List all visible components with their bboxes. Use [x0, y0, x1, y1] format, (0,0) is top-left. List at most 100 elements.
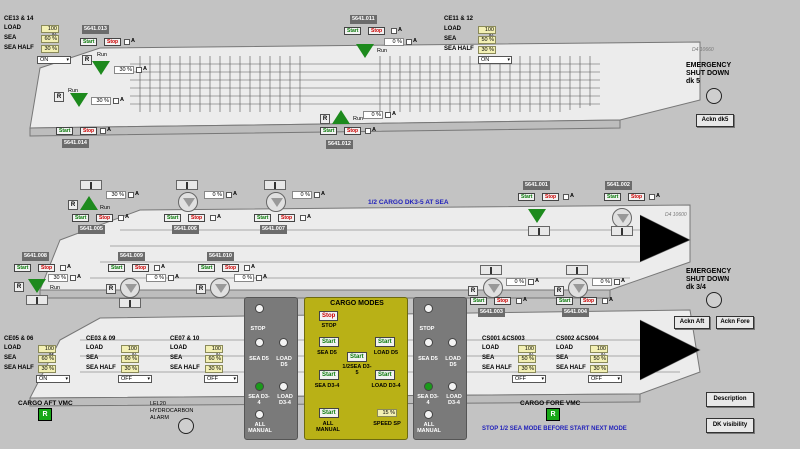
fan-stopped-icon[interactable]: [568, 278, 588, 298]
mode-select[interactable]: ON: [478, 56, 512, 64]
dk-visibility-button[interactable]: DK visibility: [706, 418, 754, 433]
stop-button[interactable]: Stop: [344, 127, 362, 135]
fan-speed-field[interactable]: 30 %: [106, 191, 126, 199]
fan-running-down-icon[interactable]: [528, 209, 546, 223]
auto-checkbox[interactable]: [244, 265, 250, 271]
damper-icon[interactable]: [611, 226, 633, 236]
fan-stopped-icon[interactable]: [178, 192, 198, 212]
start-load-d34-button[interactable]: Start: [375, 370, 395, 380]
fan-stopped-icon[interactable]: [210, 278, 230, 298]
sea-setpoint-input[interactable]: 50 %: [590, 355, 608, 363]
start-all-manual-button[interactable]: Start: [319, 408, 339, 418]
stop-button[interactable]: Stop: [104, 38, 122, 46]
stop-button[interactable]: Stop: [222, 264, 240, 272]
auto-checkbox[interactable]: [406, 39, 412, 45]
description-button[interactable]: Description: [706, 392, 754, 407]
fan-stopped-icon[interactable]: [612, 208, 632, 228]
fan-speed-field[interactable]: 30 %: [114, 66, 134, 74]
stop-button[interactable]: Stop: [628, 193, 646, 201]
damper-icon[interactable]: [528, 226, 550, 236]
start-button[interactable]: Start: [164, 214, 182, 222]
fan-running-down-icon[interactable]: [28, 279, 46, 293]
start-button[interactable]: Start: [344, 27, 362, 35]
auto-checkbox[interactable]: [314, 192, 320, 198]
auto-checkbox[interactable]: [614, 279, 620, 285]
fan-stopped-icon[interactable]: [483, 278, 503, 298]
damper-icon[interactable]: [119, 298, 141, 308]
start-half-sea-button[interactable]: Start: [347, 352, 367, 362]
fan-running-down-icon[interactable]: [70, 93, 88, 107]
auto-checkbox[interactable]: [113, 98, 119, 104]
damper-icon[interactable]: [264, 180, 286, 190]
damper-icon[interactable]: [566, 265, 588, 275]
sea-setpoint-input[interactable]: 60 %: [38, 355, 56, 363]
start-button[interactable]: Start: [14, 264, 32, 272]
fan-running-down-icon[interactable]: [92, 61, 110, 75]
reset-button[interactable]: R: [554, 286, 564, 296]
start-button[interactable]: Start: [556, 297, 574, 305]
reset-button[interactable]: R: [468, 286, 478, 296]
stop-button[interactable]: Stop: [580, 297, 598, 305]
fan-speed-field[interactable]: 0 %: [146, 274, 166, 282]
auto-checkbox[interactable]: [154, 265, 160, 271]
mode-select[interactable]: OFF: [118, 375, 152, 383]
stop-button[interactable]: Stop: [278, 214, 296, 222]
load-setpoint-input[interactable]: 100 %: [121, 345, 139, 359]
fan-stopped-icon[interactable]: [120, 278, 140, 298]
auto-checkbox[interactable]: [124, 39, 130, 45]
fan-speed-field[interactable]: 30 %: [91, 97, 111, 105]
sea-half-setpoint-input[interactable]: 30 %: [121, 365, 139, 373]
stop-button[interactable]: Stop: [96, 214, 114, 222]
auto-checkbox[interactable]: [385, 112, 391, 118]
reset-button[interactable]: R: [106, 284, 116, 294]
sea-setpoint-input[interactable]: 60 %: [41, 35, 59, 43]
auto-checkbox[interactable]: [226, 192, 232, 198]
fan-speed-field[interactable]: 0 %: [292, 191, 312, 199]
damper-icon[interactable]: [176, 180, 198, 190]
sea-half-setpoint-input[interactable]: 30 %: [518, 365, 536, 373]
stop-button[interactable]: Stop: [80, 127, 98, 135]
start-sea-d34-button[interactable]: Start: [319, 370, 339, 380]
sea-half-setpoint-input[interactable]: 30 %: [41, 45, 59, 53]
start-button[interactable]: Start: [108, 264, 126, 272]
auto-checkbox[interactable]: [70, 275, 76, 281]
auto-checkbox[interactable]: [168, 275, 174, 281]
sea-setpoint-input[interactable]: 60 %: [121, 355, 139, 363]
start-button[interactable]: Start: [254, 214, 272, 222]
sea-setpoint-input[interactable]: 60 %: [205, 355, 223, 363]
stop-button[interactable]: Stop: [494, 297, 512, 305]
damper-icon[interactable]: [480, 265, 502, 275]
damper-icon[interactable]: [80, 180, 102, 190]
load-setpoint-input[interactable]: 100 %: [518, 345, 536, 359]
mode-select[interactable]: OFF: [588, 375, 622, 383]
fan-speed-field[interactable]: 0 %: [204, 191, 224, 199]
auto-checkbox[interactable]: [128, 192, 134, 198]
stop-button[interactable]: Stop: [368, 27, 386, 35]
mode-select[interactable]: ON: [36, 375, 70, 383]
reset-button[interactable]: R: [68, 200, 78, 210]
fan-speed-field[interactable]: 0 %: [234, 274, 254, 282]
load-setpoint-input[interactable]: 100 %: [590, 345, 608, 359]
auto-checkbox[interactable]: [118, 215, 124, 221]
reset-button[interactable]: R: [320, 114, 330, 124]
stop-button[interactable]: Stop: [132, 264, 150, 272]
load-setpoint-input[interactable]: 100 %: [205, 345, 223, 359]
fan-speed-field[interactable]: 0 %: [592, 278, 612, 286]
sea-setpoint-input[interactable]: 50 %: [478, 36, 496, 44]
load-setpoint-input[interactable]: 100 %: [38, 345, 56, 359]
start-button[interactable]: Start: [470, 297, 488, 305]
start-button[interactable]: Start: [518, 193, 536, 201]
reset-button[interactable]: R: [54, 92, 64, 102]
fan-running-up-icon[interactable]: [332, 110, 350, 124]
start-button[interactable]: Start: [320, 127, 338, 135]
ackn-fore-button[interactable]: Ackn Fore: [716, 316, 754, 329]
reset-button[interactable]: R: [82, 55, 92, 65]
auto-checkbox[interactable]: [210, 215, 216, 221]
start-button[interactable]: Start: [198, 264, 216, 272]
auto-checkbox[interactable]: [300, 215, 306, 221]
auto-checkbox[interactable]: [60, 265, 66, 271]
fan-running-up-icon[interactable]: [80, 196, 98, 210]
start-button[interactable]: Start: [604, 193, 622, 201]
sea-half-setpoint-input[interactable]: 30 %: [205, 365, 223, 373]
reset-button[interactable]: R: [196, 284, 206, 294]
